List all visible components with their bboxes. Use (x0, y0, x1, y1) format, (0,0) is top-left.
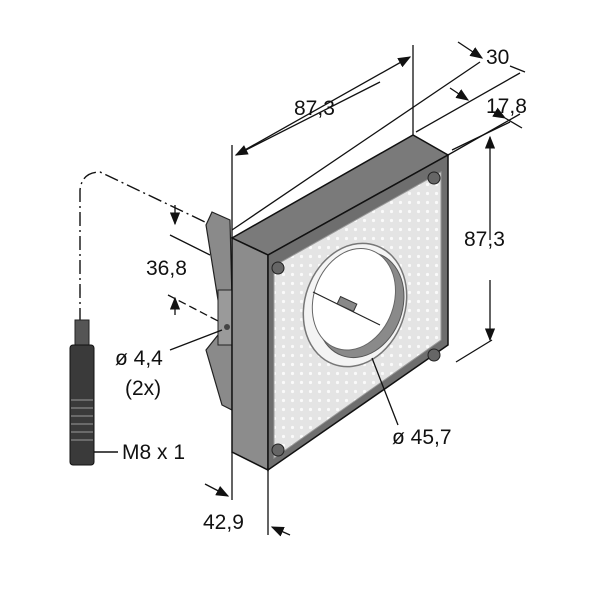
screw-icon (427, 348, 441, 362)
dim-depth-front: 17,8 (486, 95, 527, 118)
cable-line (79, 171, 206, 322)
dim-bracket-offset: 36,8 (146, 257, 187, 280)
dimension-lines (167, 41, 526, 537)
dim-bottom-depth: 42,9 (203, 511, 244, 534)
mounting-bracket (205, 211, 233, 411)
mounting-hole (224, 324, 230, 330)
dim-height: 87,3 (464, 228, 505, 251)
housing-side (231, 236, 269, 472)
housing (230, 134, 450, 472)
screw-icon (271, 261, 285, 275)
dim-top-width: 87,3 (294, 97, 335, 120)
screw-icon (271, 443, 285, 457)
dim-hole-diameter: ø 4,4 (115, 347, 163, 370)
screw-icon (427, 171, 441, 185)
dim-hole-count: (2x) (125, 377, 162, 400)
m8-connector (69, 319, 118, 466)
dim-ring-diameter: ø 45,7 (392, 426, 452, 449)
connector-thread-label: M8 x 1 (122, 441, 186, 464)
dim-depth-total: 30 (486, 46, 510, 69)
